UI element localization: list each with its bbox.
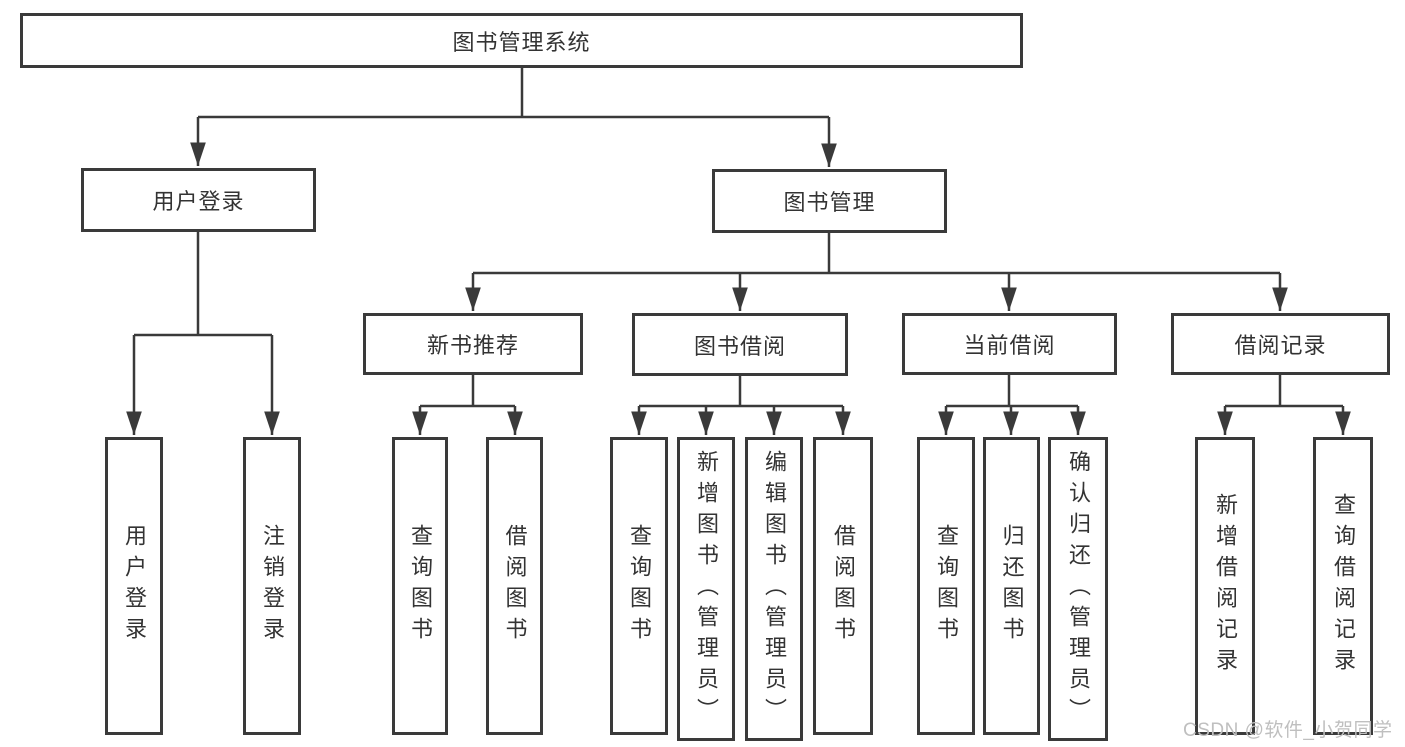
leaf-add-books-admin: 新增图书（管理员） xyxy=(677,437,735,741)
node-user-login: 用户登录 xyxy=(81,168,316,232)
leaf-borrow-books-borrowing: 借阅图书 xyxy=(813,437,873,735)
node-book-borrowing: 图书借阅 xyxy=(632,313,848,376)
leaf-query-books-recommend: 查询图书 xyxy=(392,437,448,735)
leaf-query-books-current: 查询图书 xyxy=(917,437,975,735)
leaf-borrow-books-recommend: 借阅图书 xyxy=(486,437,543,735)
leaf-user-login: 用户登录 xyxy=(105,437,163,735)
leaf-confirm-return-admin: 确认归还（管理员） xyxy=(1048,437,1108,741)
node-current-borrowing: 当前借阅 xyxy=(902,313,1117,375)
leaf-return-books: 归还图书 xyxy=(983,437,1040,735)
leaf-add-borrow-record: 新增借阅记录 xyxy=(1195,437,1255,735)
leaf-query-books-borrowing: 查询图书 xyxy=(610,437,668,735)
leaf-edit-books-admin: 编辑图书（管理员） xyxy=(745,437,803,741)
node-book-management: 图书管理 xyxy=(712,169,947,233)
node-new-book-recommendation: 新书推荐 xyxy=(363,313,583,375)
leaf-logout: 注销登录 xyxy=(243,437,301,735)
node-borrowing-records: 借阅记录 xyxy=(1171,313,1390,375)
csdn-watermark: CSDN @软件_小贺同学 xyxy=(1183,720,1393,741)
leaf-query-borrow-record: 查询借阅记录 xyxy=(1313,437,1373,735)
node-library-management-system: 图书管理系统 xyxy=(20,13,1023,68)
